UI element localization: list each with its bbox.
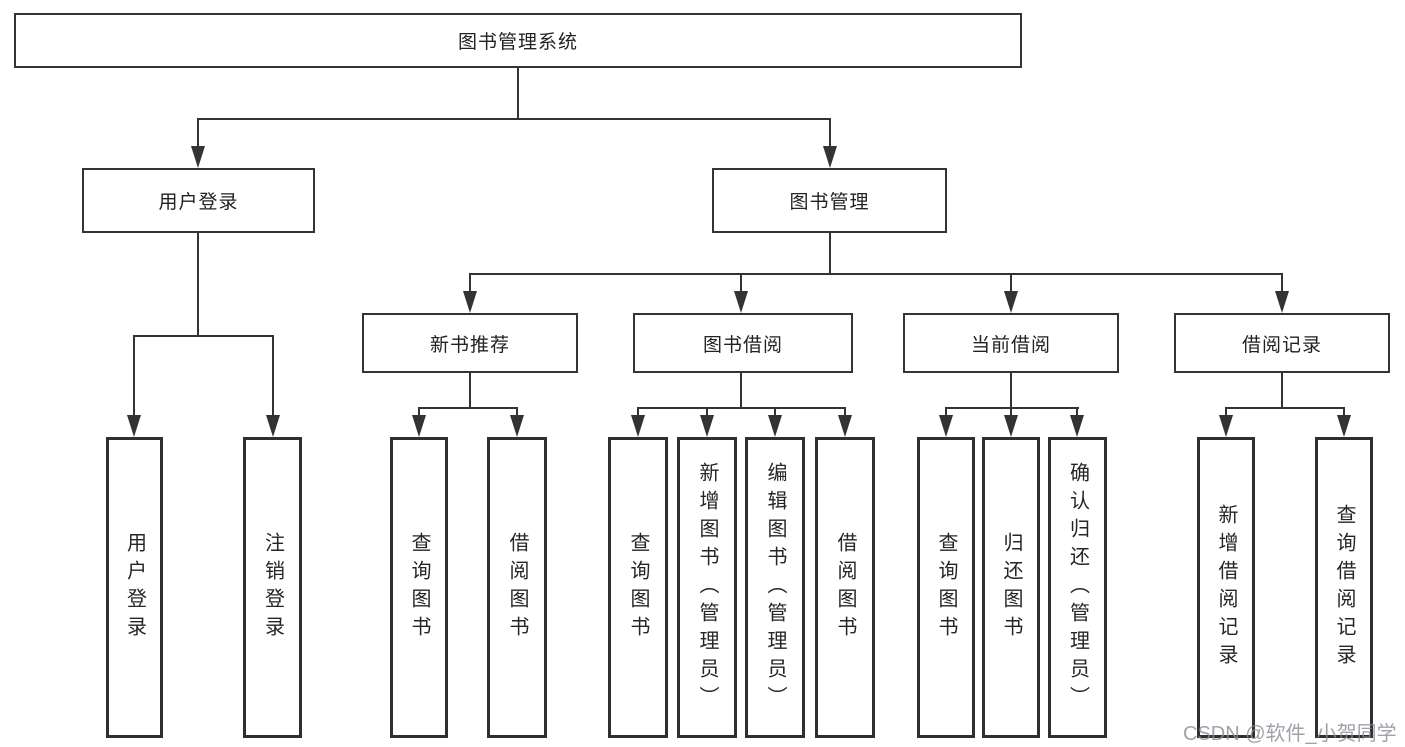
connector bbox=[133, 335, 274, 337]
leaf-confirm-return-admin-label: 确认归还（管理员） bbox=[1066, 461, 1089, 714]
arrow-down-icon bbox=[939, 415, 953, 437]
arrow-down-icon bbox=[1004, 415, 1018, 437]
node-borrow-records: 借阅记录 bbox=[1174, 313, 1390, 373]
leaf-current-query-book: 查询图书 bbox=[917, 437, 975, 738]
connector bbox=[197, 118, 831, 120]
connector bbox=[945, 407, 1079, 409]
csdn-watermark: CSDN @软件_小贺同学 bbox=[1183, 723, 1397, 745]
arrow-down-icon bbox=[1275, 291, 1289, 313]
leaf-current-query-book-label: 查询图书 bbox=[935, 531, 957, 644]
node-book-management-label: 图书管理 bbox=[789, 192, 870, 213]
leaf-user-login-label: 用户登录 bbox=[123, 531, 146, 644]
leaf-borrow-book-label: 借阅图书 bbox=[834, 531, 856, 644]
node-borrow-records-label: 借阅记录 bbox=[1241, 334, 1322, 356]
connector bbox=[706, 407, 708, 417]
connector bbox=[469, 273, 1283, 275]
connector bbox=[133, 335, 135, 417]
arrow-down-icon bbox=[412, 415, 426, 437]
arrow-down-icon bbox=[768, 415, 782, 437]
arrow-down-icon bbox=[631, 415, 645, 437]
connector bbox=[945, 407, 947, 417]
node-book-borrow-label: 图书借阅 bbox=[702, 334, 783, 356]
leaf-borrow-book: 借阅图书 bbox=[815, 437, 875, 738]
connector bbox=[1010, 273, 1012, 293]
connector bbox=[1343, 407, 1345, 417]
leaf-query-borrow-record-label: 查询借阅记录 bbox=[1333, 503, 1355, 672]
leaf-add-book-admin-label: 新增图书（管理员） bbox=[696, 461, 718, 714]
arrow-down-icon bbox=[1004, 291, 1018, 313]
connector bbox=[1225, 407, 1227, 417]
node-book-management: 图书管理 bbox=[712, 168, 947, 233]
node-root: 图书管理系统 bbox=[14, 13, 1022, 68]
arrow-down-icon bbox=[1070, 415, 1084, 437]
node-user-login: 用户登录 bbox=[82, 168, 315, 233]
connector bbox=[517, 68, 519, 118]
connector bbox=[197, 118, 199, 148]
arrow-down-icon bbox=[463, 291, 477, 313]
connector bbox=[740, 373, 742, 407]
node-root-label: 图书管理系统 bbox=[457, 32, 578, 53]
connector bbox=[418, 407, 420, 417]
leaf-recommend-query-book: 查询图书 bbox=[390, 437, 448, 738]
node-book-borrow: 图书借阅 bbox=[633, 313, 853, 373]
connector bbox=[637, 407, 846, 409]
connector bbox=[1281, 273, 1283, 293]
node-current-borrow-label: 当前借阅 bbox=[970, 334, 1051, 356]
leaf-query-borrow-record: 查询借阅记录 bbox=[1315, 437, 1373, 738]
arrow-down-icon bbox=[266, 415, 280, 437]
leaf-edit-book-admin-label: 编辑图书（管理员） bbox=[764, 461, 786, 714]
arrow-down-icon bbox=[734, 291, 748, 313]
connector bbox=[1010, 407, 1012, 417]
connector bbox=[844, 407, 846, 417]
arrow-down-icon bbox=[838, 415, 852, 437]
connector bbox=[469, 373, 471, 407]
leaf-logout: 注销登录 bbox=[243, 437, 302, 738]
leaf-user-login: 用户登录 bbox=[106, 437, 163, 738]
node-current-borrow: 当前借阅 bbox=[903, 313, 1119, 373]
connector bbox=[469, 273, 471, 293]
connector bbox=[774, 407, 776, 417]
leaf-confirm-return-admin: 确认归还（管理员） bbox=[1048, 437, 1107, 738]
connector bbox=[1076, 407, 1078, 417]
arrow-down-icon bbox=[1219, 415, 1233, 437]
leaf-recommend-borrow-book: 借阅图书 bbox=[487, 437, 547, 738]
arrow-down-icon bbox=[127, 415, 141, 437]
connector bbox=[197, 233, 199, 335]
arrow-down-icon bbox=[823, 146, 837, 168]
connector bbox=[637, 407, 639, 417]
leaf-add-borrow-record: 新增借阅记录 bbox=[1197, 437, 1255, 738]
connector bbox=[272, 335, 274, 417]
connector bbox=[516, 407, 518, 417]
arrow-down-icon bbox=[510, 415, 524, 437]
leaf-borrow-query-book-label: 查询图书 bbox=[627, 531, 649, 644]
leaf-recommend-borrow-book-label: 借阅图书 bbox=[506, 531, 528, 644]
leaf-edit-book-admin: 编辑图书（管理员） bbox=[745, 437, 805, 738]
connector bbox=[829, 118, 831, 148]
leaf-return-book-label: 归还图书 bbox=[1000, 531, 1022, 644]
node-new-book-recommend-label: 新书推荐 bbox=[429, 334, 510, 356]
leaf-borrow-query-book: 查询图书 bbox=[608, 437, 668, 738]
arrow-down-icon bbox=[1337, 415, 1351, 437]
arrow-down-icon bbox=[191, 146, 205, 168]
leaf-add-book-admin: 新增图书（管理员） bbox=[677, 437, 737, 738]
connector bbox=[1281, 373, 1283, 407]
connector bbox=[829, 233, 831, 273]
connector bbox=[740, 273, 742, 293]
connector bbox=[1010, 373, 1012, 407]
node-user-login-label: 用户登录 bbox=[158, 192, 239, 213]
node-new-book-recommend: 新书推荐 bbox=[362, 313, 578, 373]
leaf-add-borrow-record-label: 新增借阅记录 bbox=[1215, 503, 1237, 672]
leaf-return-book: 归还图书 bbox=[982, 437, 1040, 738]
connector bbox=[1225, 407, 1345, 409]
leaf-logout-label: 注销登录 bbox=[261, 531, 284, 644]
leaf-recommend-query-book-label: 查询图书 bbox=[408, 531, 430, 644]
connector bbox=[418, 407, 518, 409]
arrow-down-icon bbox=[700, 415, 714, 437]
